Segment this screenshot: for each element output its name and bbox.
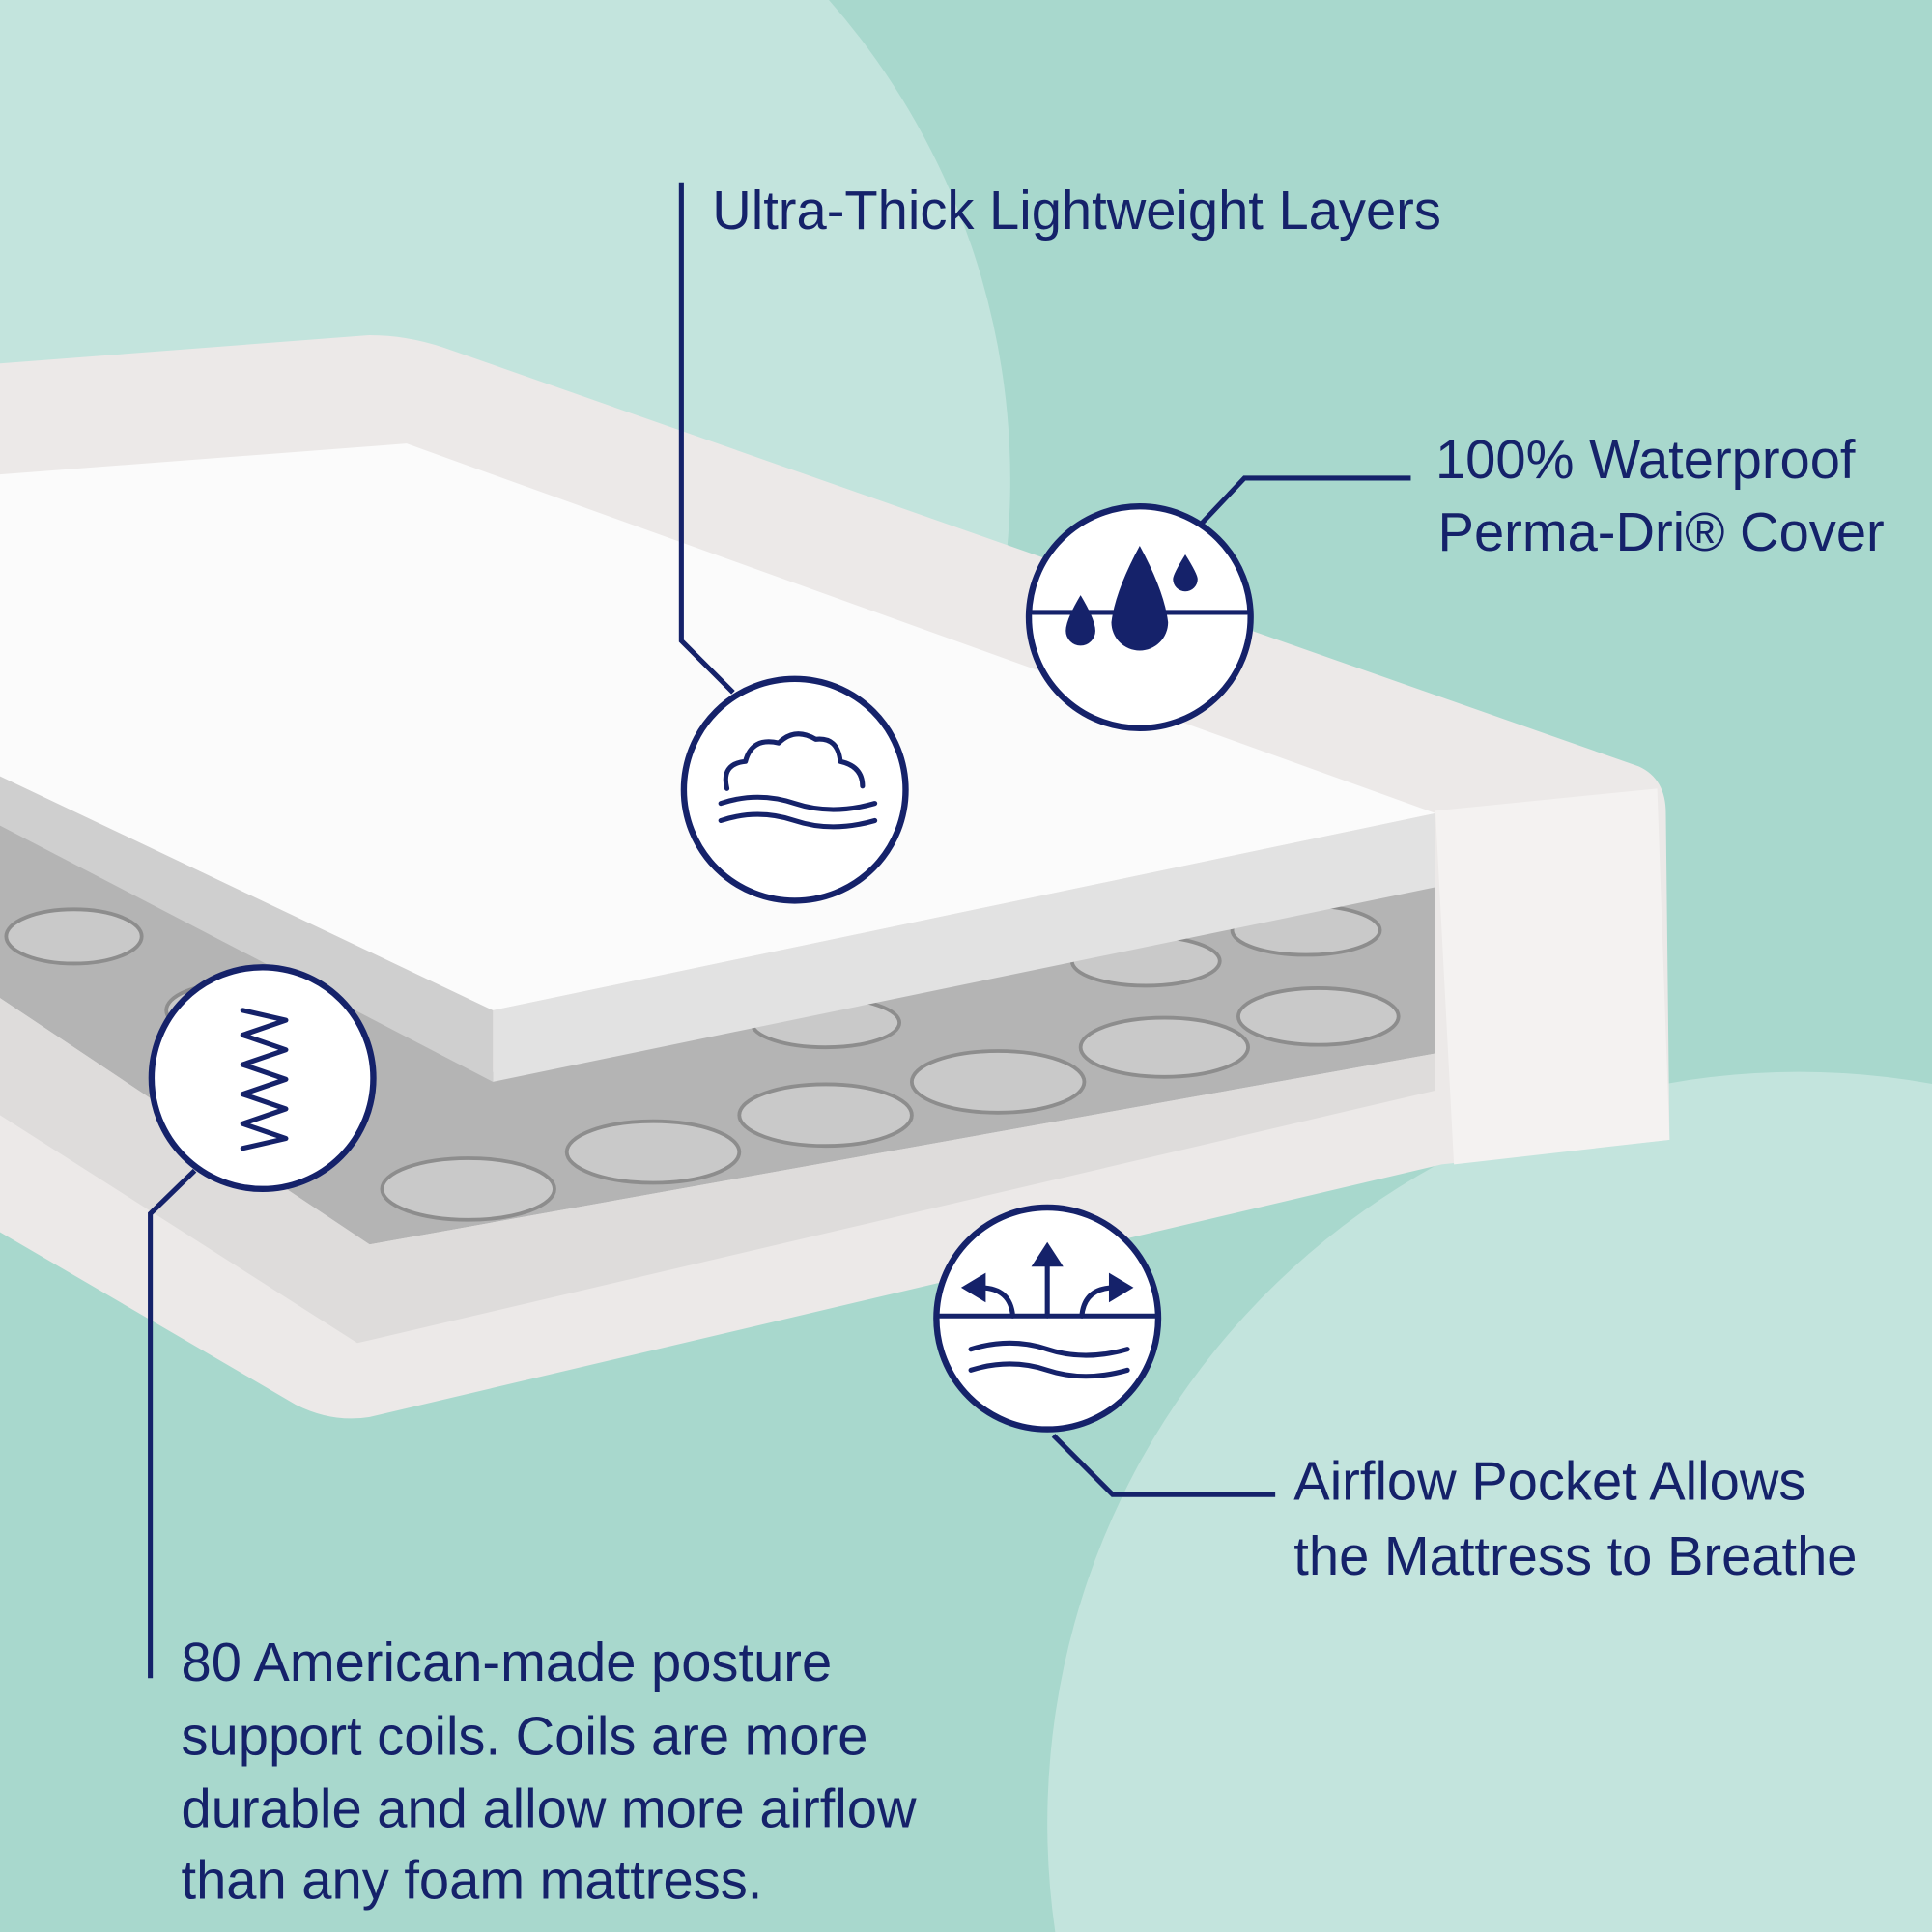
airflow-arrows-icon <box>936 1241 1158 1379</box>
water-drops-icon <box>1030 546 1250 651</box>
foam-front-edge <box>493 812 1435 1082</box>
coils-label-line1: 80 American-made posture <box>182 1632 833 1692</box>
coil <box>737 1082 914 1149</box>
airflow-label-line1: Airflow Pocket Allows <box>1293 1450 1805 1511</box>
coil <box>909 1049 1087 1115</box>
coils-badge <box>148 964 377 1193</box>
foam-side-edge <box>0 776 494 1082</box>
coils-label-line3: durable and allow more airflow <box>182 1778 917 1839</box>
coils-label-line4: than any foam mattress. <box>182 1850 763 1911</box>
spring-coil-icon <box>240 1008 289 1151</box>
coils-leader-line <box>148 1168 197 1679</box>
coil <box>564 1119 742 1185</box>
airflow-leader-line <box>1051 1434 1276 1497</box>
waterproof-leader-line <box>1199 475 1411 526</box>
lower-layer <box>0 998 1435 1344</box>
cover-cutaway-face <box>1435 788 1670 1165</box>
cloud-icon <box>718 731 878 830</box>
coil <box>1078 1015 1251 1079</box>
layers-leader-line <box>678 182 735 695</box>
coil <box>1236 986 1401 1047</box>
waterproof-label-line1: 100% Waterproof <box>1435 429 1856 490</box>
background-circle-bottom-right <box>1047 1071 1932 1932</box>
coil <box>380 1156 556 1222</box>
coils-label-line2: support coils. Coils are more <box>182 1705 868 1766</box>
airflow-label-line2: the Mattress to Breathe <box>1293 1525 1857 1586</box>
layers-badge <box>680 675 909 904</box>
coil <box>4 907 144 966</box>
waterproof-label-line2: Perma-Dri® Cover <box>1438 501 1885 562</box>
layers-label: Ultra-Thick Lightweight Layers <box>712 180 1441 241</box>
